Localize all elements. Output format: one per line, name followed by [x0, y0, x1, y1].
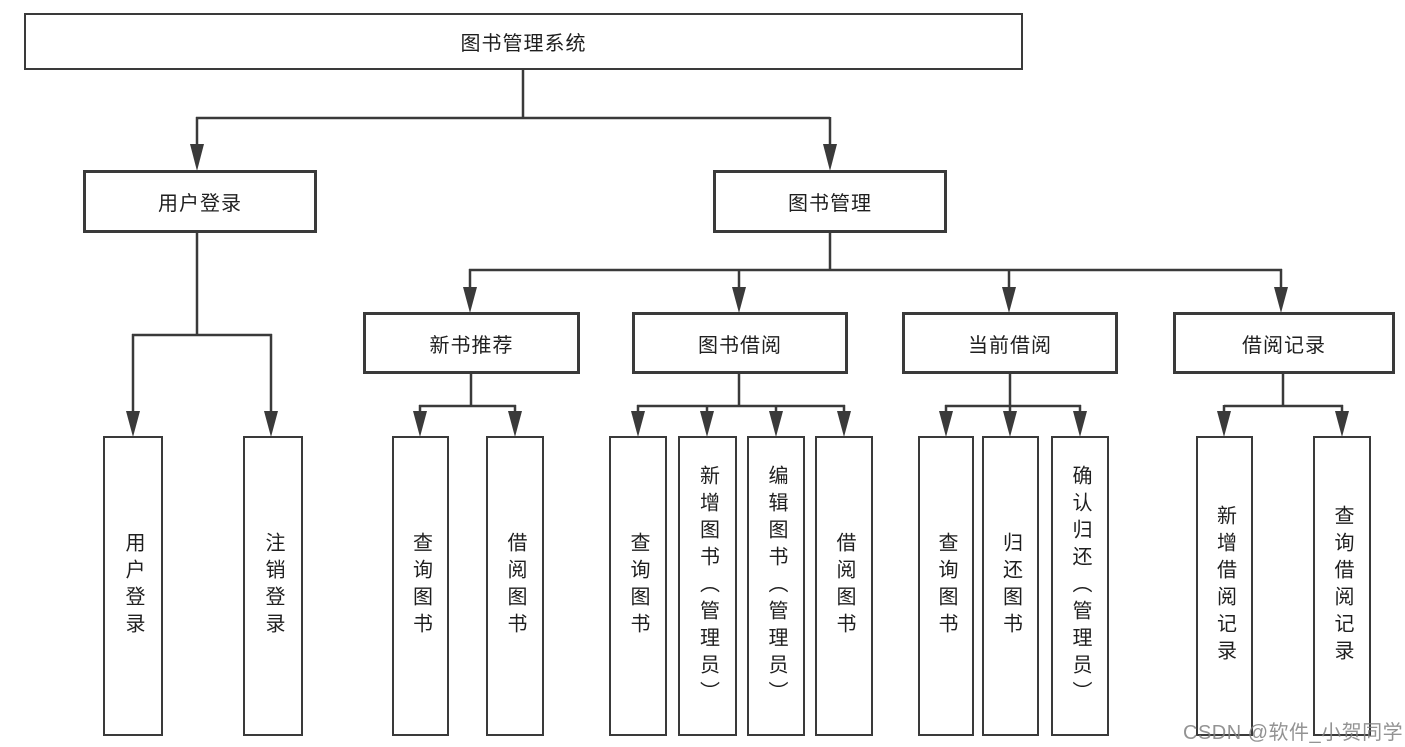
node-book-management: 图书管理 [713, 170, 947, 233]
node-root-system: 图书管理系统 [24, 13, 1023, 70]
leaf-query-books-current: 查询图书 [918, 436, 974, 736]
node-new-book-recommend: 新书推荐 [363, 312, 580, 374]
leaf-user-login: 用户登录 [103, 436, 163, 736]
node-current-borrowing: 当前借阅 [902, 312, 1118, 374]
leaf-borrow-books-borrowing: 借阅图书 [815, 436, 873, 736]
node-borrow-records: 借阅记录 [1173, 312, 1395, 374]
leaf-return-books: 归还图书 [982, 436, 1039, 736]
leaf-add-borrow-record: 新增借阅记录 [1196, 436, 1253, 736]
leaf-edit-books-admin: 编辑图书（管理员） [747, 436, 805, 736]
node-user-login: 用户登录 [83, 170, 317, 233]
leaf-add-books-admin: 新增图书（管理员） [678, 436, 737, 736]
leaf-query-borrow-record: 查询借阅记录 [1313, 436, 1371, 736]
leaf-query-books-recommend: 查询图书 [392, 436, 449, 736]
csdn-watermark: CSDN @软件_小贺同学 [1183, 722, 1404, 744]
leaf-confirm-return-admin: 确认归还（管理员） [1051, 436, 1109, 736]
leaf-query-books-borrowing: 查询图书 [609, 436, 667, 736]
leaf-logout: 注销登录 [243, 436, 303, 736]
leaf-borrow-books-recommend: 借阅图书 [486, 436, 544, 736]
node-book-borrowing: 图书借阅 [632, 312, 848, 374]
